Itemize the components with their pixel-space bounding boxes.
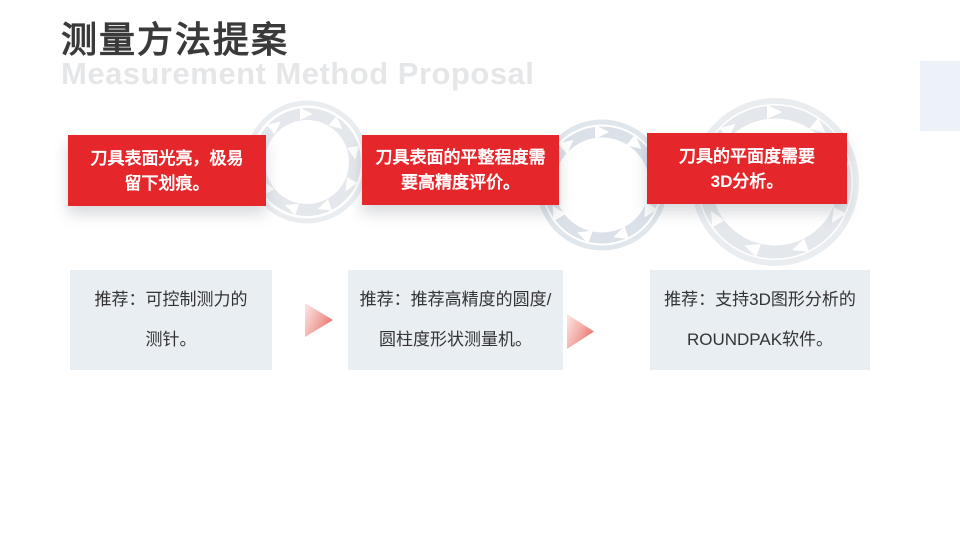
- side-accent-rect: [920, 61, 960, 131]
- problem-card-2-line1: 刀具表面的平整程度需: [375, 148, 546, 167]
- recommendation-card-1: 推荐：可控制测力的 测针。: [70, 270, 272, 370]
- recommendation-card-2-line2: 圆柱度形状测量机。: [379, 330, 532, 349]
- problem-card-3-line2: 3D分析。: [710, 171, 784, 191]
- problem-card-1-line2: 留下划痕。: [124, 173, 210, 193]
- page-title: 测量方法提案: [61, 19, 290, 60]
- problem-card-1-line1: 刀具表面光亮，极易: [90, 148, 244, 168]
- recommendation-card-1-line2: 测针。: [145, 330, 197, 349]
- recommendation-card-1-line1: 推荐：可控制测力的: [94, 290, 248, 309]
- problem-card-3-line1: 刀具的平面度需要: [679, 146, 815, 166]
- recommendation-card-3: 推荐：支持3D图形分析的 ROUNDPAK软件。: [650, 270, 870, 370]
- recommendation-card-2-line1: 推荐：推荐高精度的圆度/: [359, 290, 552, 309]
- recommendation-card-3-line1: 推荐：支持3D图形分析的: [664, 290, 856, 309]
- problem-card-1: 刀具表面光亮，极易 留下划痕。: [68, 135, 266, 206]
- recommendation-card-3-line2: ROUNDPAK软件。: [686, 330, 834, 349]
- problem-card-2-line2: 要高精度评价。: [401, 173, 520, 192]
- page-subtitle: Measurement Method Proposal: [61, 56, 535, 91]
- recommendation-card-2: 推荐：推荐高精度的圆度/ 圆柱度形状测量机。: [348, 270, 563, 370]
- problem-card-2: 刀具表面的平整程度需 要高精度评价。: [362, 135, 559, 205]
- problem-card-3: 刀具的平面度需要 3D分析。: [647, 133, 847, 204]
